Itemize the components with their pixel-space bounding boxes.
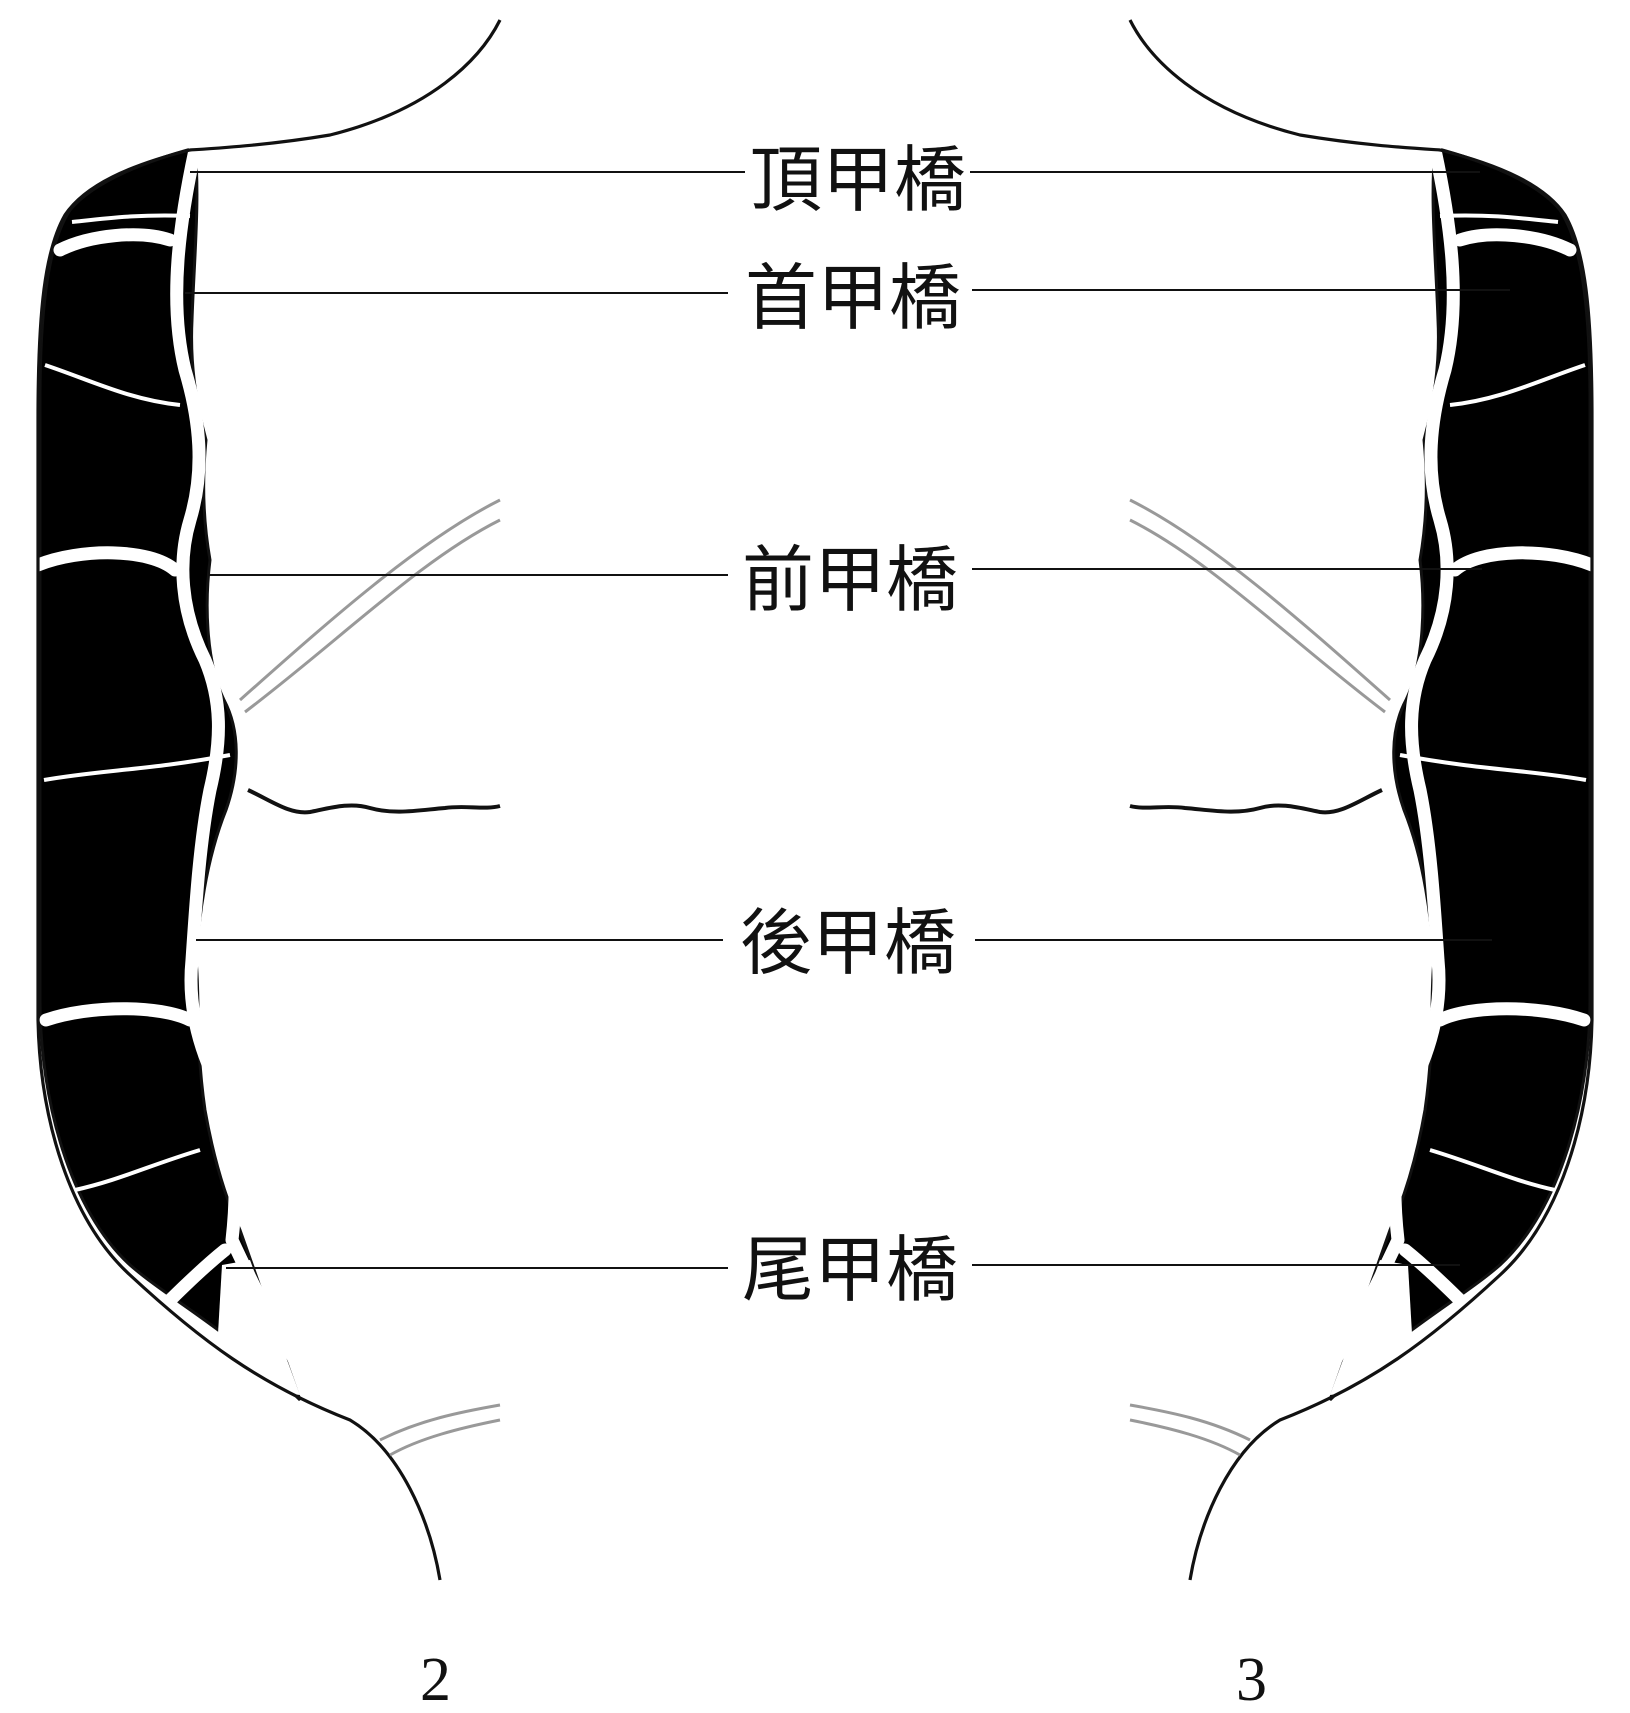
left-wavy-edge bbox=[248, 790, 500, 812]
left-fin-line-2 bbox=[245, 520, 500, 712]
label-neck-bridge: 首甲橋 bbox=[745, 256, 961, 340]
right-fin-line-1 bbox=[1130, 500, 1390, 700]
right-rear-line-2 bbox=[1130, 1420, 1240, 1455]
left-rear-line-2 bbox=[390, 1420, 500, 1455]
label-apex-bridge: 頂甲橋 bbox=[750, 138, 966, 222]
figure-number-left: 2 bbox=[420, 1646, 451, 1713]
label-back-bridge: 後甲橋 bbox=[740, 901, 956, 985]
left-fin-line-1 bbox=[240, 500, 500, 700]
label-tail-bridge: 尾甲橋 bbox=[742, 1228, 958, 1312]
label-front-bridge: 前甲橋 bbox=[742, 538, 958, 622]
figure-number-right: 3 bbox=[1236, 1646, 1267, 1713]
right-shell-figure bbox=[1130, 20, 1592, 1580]
left-shell-figure bbox=[38, 20, 500, 1580]
right-fin-line-2 bbox=[1130, 520, 1385, 712]
right-wavy-edge bbox=[1130, 790, 1382, 812]
